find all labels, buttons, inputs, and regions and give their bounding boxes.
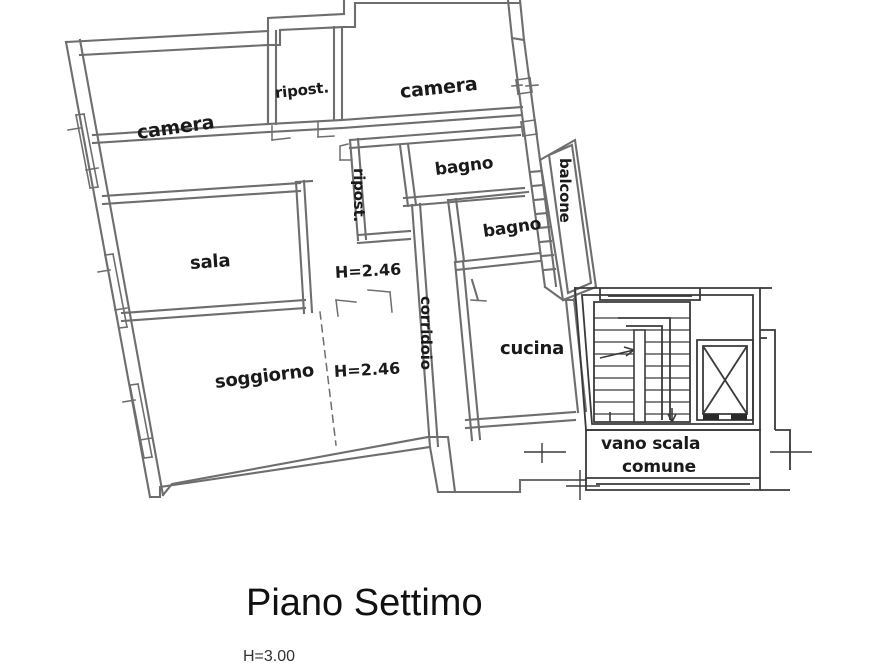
balcone-outline <box>538 138 598 302</box>
partition-ripost-mid-bottom-b <box>356 237 412 245</box>
stair-central-spine <box>633 329 646 423</box>
partition-bagno1-bottom-b <box>402 194 526 208</box>
ripost-top-door <box>271 121 335 141</box>
partition-bagno1-bottom-a <box>402 186 526 200</box>
exterior-wall-right-inner <box>510 36 530 162</box>
exterior-wall-top-riser-b <box>342 1 357 29</box>
common-stairwell-block <box>524 287 812 500</box>
balcone-hatch-5 <box>536 225 551 230</box>
footer-height-note: H=3.00 <box>243 648 296 665</box>
balcone-hatch-8 <box>542 267 557 272</box>
stair-direction-arrows <box>599 346 677 423</box>
partition-corridoio-right-b <box>461 259 482 441</box>
page-title: Piano Settimo <box>246 582 483 624</box>
partition-sala-right-b <box>302 179 314 314</box>
balcone-hatch-7 <box>540 253 555 258</box>
exterior-wall-top-jog-b <box>266 25 346 47</box>
partition-cucina-right-a <box>564 298 580 414</box>
landing-bottom-wall <box>585 478 761 491</box>
balcone-party-wall-b <box>538 157 558 288</box>
partition-camera1-sala-b <box>101 189 302 206</box>
exterior-wall-bottom-outer <box>148 445 432 499</box>
room-label-cucina: cucina <box>500 338 565 359</box>
exterior-wall-bottom-inner <box>161 435 430 497</box>
partition-ripost-mid-right-a <box>398 143 410 208</box>
window-openings-right <box>511 77 539 137</box>
exterior-wall-top-jog-a <box>266 12 346 33</box>
window-openings-left <box>67 113 153 459</box>
exterior-wall-right-outer <box>522 38 542 162</box>
balcone-hatch-2 <box>530 183 545 188</box>
opening-dashed-soggiorno <box>319 311 337 446</box>
partition-sala-right-a <box>294 180 306 315</box>
partition-corridoio-left-a <box>410 203 432 449</box>
partition-ripost-mid-bottom-a <box>356 229 412 237</box>
ripost-top-bottom-b <box>266 126 344 134</box>
stair-landing-top <box>599 288 701 301</box>
partition-bagno2-bottom-a <box>454 251 542 264</box>
exterior-wall-right-lower-a <box>543 285 565 302</box>
partition-bagno2-left-a <box>446 198 458 264</box>
wall-linework <box>64 0 598 499</box>
partition-bagno1-top-a <box>348 125 522 142</box>
partition-cucina-bottom-a <box>464 410 577 422</box>
partition-camera2-bottom-a <box>340 105 524 122</box>
partition-bagno2-bottom-b <box>454 259 542 272</box>
stairwell-label-line-2: comune <box>622 457 697 477</box>
room-label-corridoio: corridoio <box>417 296 435 370</box>
exterior-wall-top-left-inner <box>78 43 270 57</box>
partition-bagno1-left-b <box>356 137 368 241</box>
exterior-wall-bottom-right-riser-a <box>428 445 457 494</box>
landing-right-wall <box>760 329 776 430</box>
partition-camera2-bottom-b <box>340 113 524 130</box>
elevator-shaft-outline <box>696 339 754 421</box>
partition-sala-soggiorno-a <box>120 298 307 315</box>
partition-corridoio-left-b <box>418 202 440 448</box>
ripost-mid-door <box>339 143 353 161</box>
exterior-wall-bottom-step <box>518 478 588 494</box>
balcone-hatch-4 <box>534 211 549 216</box>
exterior-wall-top-left-outer <box>64 29 270 44</box>
elevator-cross-b <box>702 345 748 415</box>
room-label-ripost-mid: ripost. <box>350 168 368 222</box>
stairwell-core-inner <box>581 294 754 425</box>
partition-camera1-top-a <box>91 122 270 137</box>
stair-inner-u2 <box>626 325 663 420</box>
height-note-lower: H=2.46 <box>333 358 401 381</box>
ripost-top-bottom-a <box>266 118 344 126</box>
exterior-wall-topright-b <box>518 0 526 42</box>
balcone-party-wall-a <box>526 158 547 289</box>
partition-bagno2-top <box>448 190 530 202</box>
height-note-upper: H=2.46 <box>334 259 402 282</box>
room-label-sala: sala <box>189 250 232 274</box>
balcone-hatch-1 <box>528 169 543 174</box>
partition-sala-soggiorno-b <box>120 306 307 323</box>
room-label-balcone: balcone <box>556 158 574 223</box>
balcone-hatch-6 <box>538 239 553 244</box>
elevator-door-left <box>703 414 719 420</box>
partition-bagno1-left-a <box>348 138 360 242</box>
partition-sala-cap <box>294 179 314 184</box>
dimension-ticks <box>524 443 812 500</box>
partition-cucina-left-top <box>470 278 480 302</box>
partition-camera1-top-b <box>91 130 270 145</box>
partition-cucina-bottom-b <box>464 418 577 430</box>
balcone-inner <box>547 143 593 295</box>
core-outer-right <box>775 429 791 470</box>
balcone-hatch-3 <box>532 197 547 202</box>
exterior-wall-bottom-right-riser-b <box>426 435 457 494</box>
stair-treads-right <box>645 317 690 415</box>
partition-camera1-sala-a <box>101 181 302 198</box>
exterior-wall-left-inner <box>78 38 165 497</box>
stair-flight-box <box>593 301 691 423</box>
partition-ripost-mid-right-b <box>406 142 418 207</box>
partition-bagno2-left-b <box>454 197 466 263</box>
partition-bagno1-top-b <box>348 133 522 150</box>
partition-corridoio-right-a <box>453 260 474 442</box>
stairwell-label-line-1: vano scala <box>601 434 701 454</box>
elevator-door-right <box>731 414 747 420</box>
door-swings <box>335 289 487 317</box>
